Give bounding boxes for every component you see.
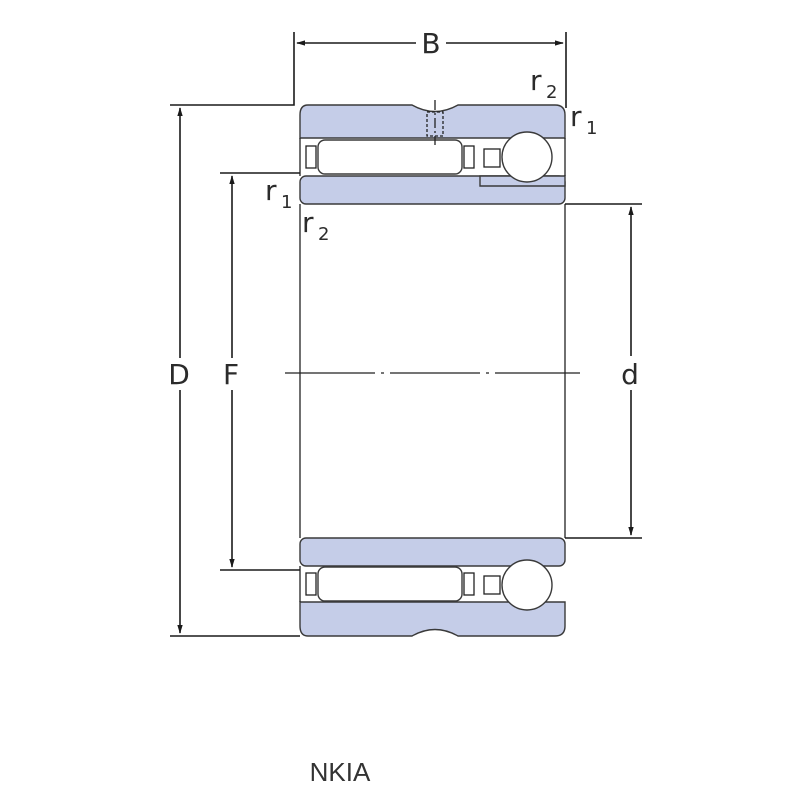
- svg-text:2: 2: [546, 82, 557, 103]
- svg-text:r: r: [265, 174, 277, 207]
- label-d-upper-bg: [164, 358, 194, 390]
- chamfer-label-r2-top-right: r 2: [530, 64, 557, 103]
- svg-text:1: 1: [281, 192, 292, 213]
- chamfer-label-r2-left: r 2: [302, 206, 329, 245]
- label-b-bg: [416, 28, 446, 58]
- label-F: F: [223, 358, 239, 391]
- chamfer-label-r1-left: r 1: [265, 174, 292, 213]
- outer-ring-bottom: [299, 601, 566, 637]
- svg-text:2: 2: [318, 224, 329, 245]
- ball-cage-bottom: [483, 575, 501, 595]
- needle-roller-bottom: [317, 566, 463, 602]
- label-bore-bg: [615, 356, 645, 390]
- svg-text:r: r: [530, 64, 542, 97]
- bearing-type-caption: NKIA: [310, 757, 371, 787]
- svg-text:1: 1: [586, 118, 597, 139]
- extension-line-b-left: [170, 32, 295, 106]
- label-b: B: [421, 27, 440, 60]
- roller-cage-bottom-left: [305, 572, 317, 596]
- label-f-bg: [216, 358, 246, 390]
- roller-cage-top-left: [305, 145, 317, 169]
- ball-bottom: [501, 559, 553, 611]
- chamfer-label-r1-top-right: r 1: [570, 100, 597, 139]
- label-d: d: [621, 358, 639, 391]
- roller-cage-top-right: [463, 145, 475, 169]
- ball-top: [501, 131, 553, 183]
- svg-text:r: r: [570, 100, 582, 133]
- svg-text:r: r: [302, 206, 314, 239]
- roller-cage-bottom-right: [463, 572, 475, 596]
- needle-roller-top: [317, 139, 463, 175]
- label-D: D: [168, 358, 190, 391]
- inner-ring-bottom: [299, 537, 566, 567]
- ball-cage-top: [483, 148, 501, 168]
